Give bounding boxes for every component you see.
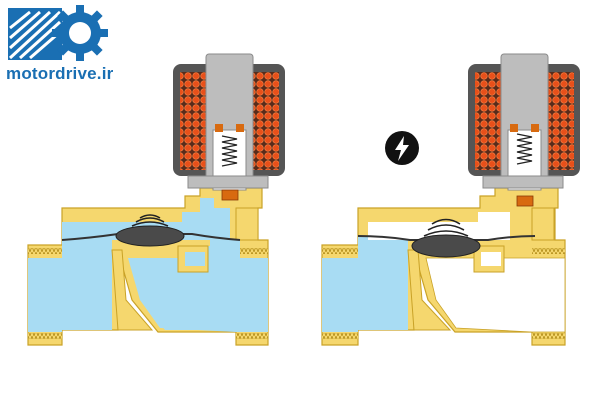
brand-name: motordrive.ir [6, 64, 114, 83]
fluid-inlet [28, 222, 112, 332]
fluid-inlet [322, 236, 408, 332]
lightning-bolt-icon [385, 131, 419, 165]
diaphragm [411, 234, 481, 258]
diaphragm [115, 225, 185, 247]
valve-right [321, 53, 580, 346]
solenoid-coil [468, 53, 580, 207]
solenoid-coil [173, 53, 285, 201]
motordrive-gear-logo [8, 5, 108, 61]
valve-left [27, 53, 285, 346]
